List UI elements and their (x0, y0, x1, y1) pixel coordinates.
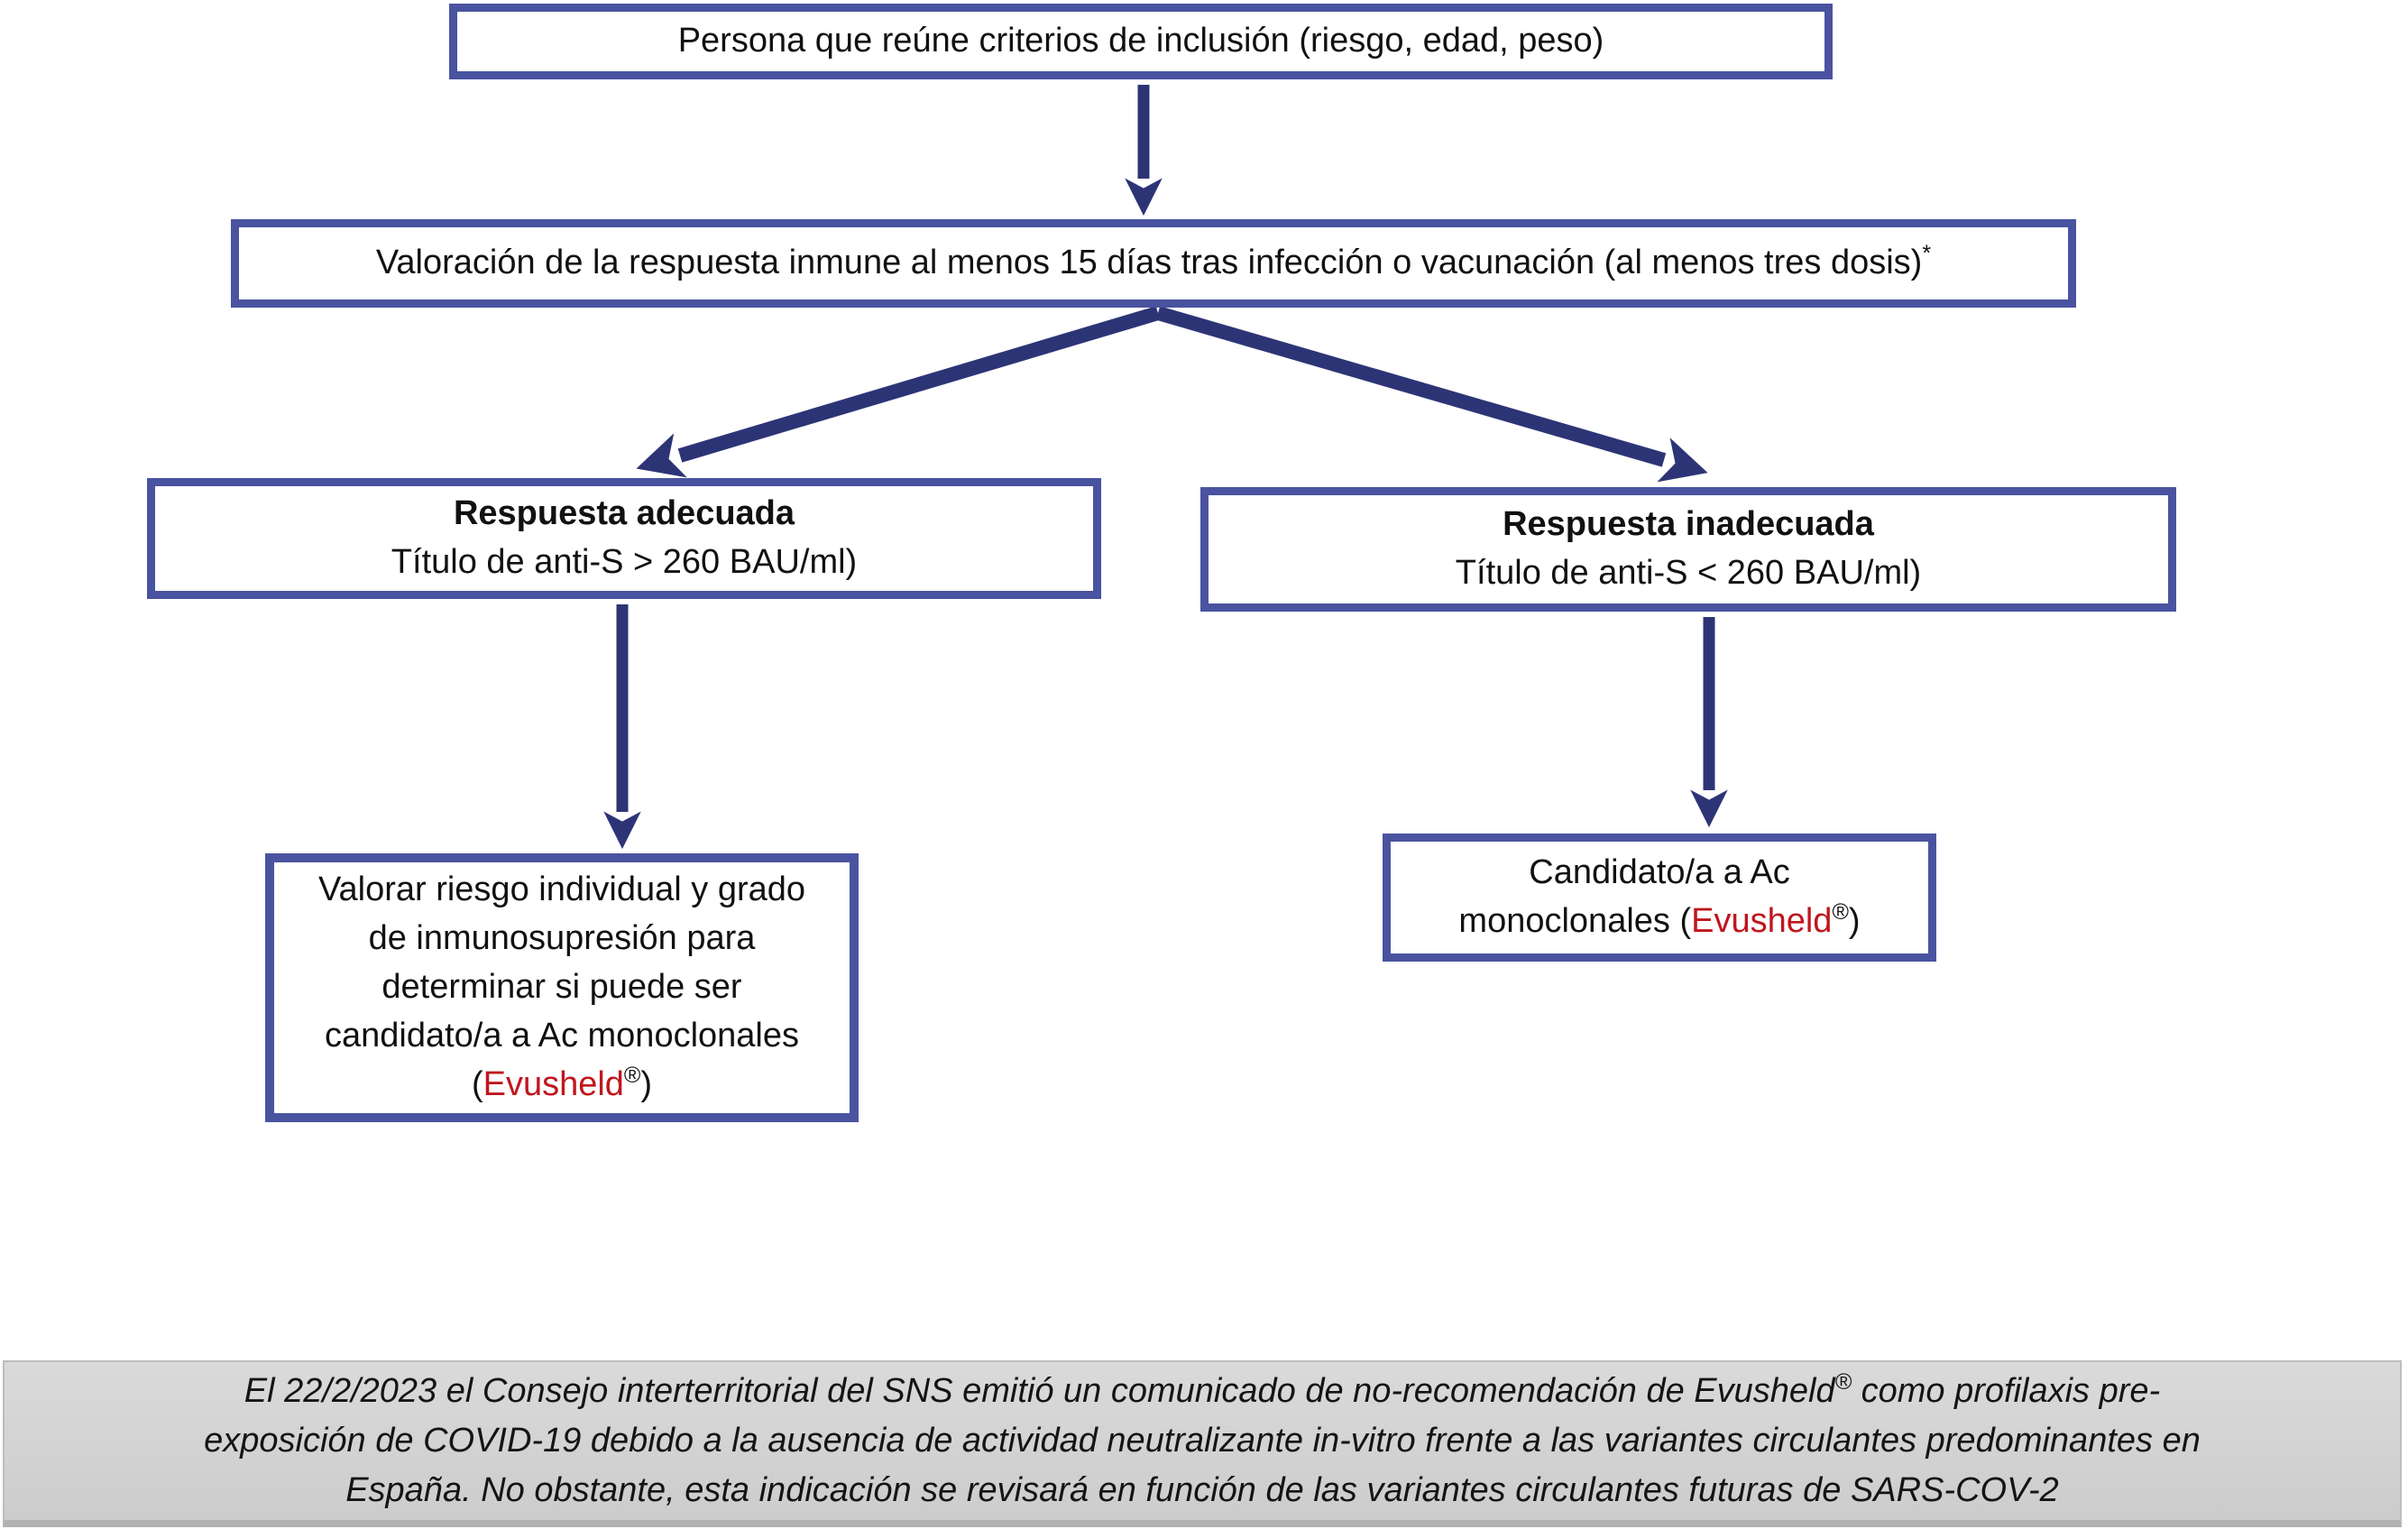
candidate-line2-prefix: monoclonales ( (1458, 902, 1692, 940)
footnote-line1-suffix: como profilaxis pre- (1852, 1371, 2161, 1410)
footnote-panel: El 22/2/2023 el Consejo interterritorial… (3, 1360, 2402, 1527)
arrow-assessment-to-inadequate (1155, 306, 1708, 483)
flow-box-individual-risk-assessment: Valorar riesgo individual y grado de inm… (265, 853, 859, 1122)
footnote-asterisk: * (1922, 241, 1932, 267)
flow-box-inclusion-criteria: Persona que reúne criterios de inclusión… (449, 4, 1833, 79)
candidate-line2-suffix: ) (1848, 902, 1861, 940)
assessment-text: Valoración de la respuesta inmune al men… (376, 239, 1931, 288)
flow-box-adequate-response: Respuesta adecuada Título de anti-S > 26… (147, 478, 1101, 599)
footnote-line3: España. No obstante, esta indicación se … (345, 1471, 2059, 1510)
flow-box-immune-assessment: Valoración de la respuesta inmune al men… (231, 219, 2076, 308)
drug-name: Evusheld (1691, 902, 1833, 940)
paren-close: ) (640, 1064, 653, 1103)
assessment-text-main: Valoración de la respuesta inmune al men… (375, 244, 1923, 282)
candidate-line1: Candidato/a a Ac (1529, 853, 1790, 892)
arrow-assessment-to-adequate (636, 306, 1161, 478)
individual-assessment-text: Valorar riesgo individual y grado de inm… (317, 870, 806, 1055)
drug-name: Evusheld (483, 1064, 624, 1103)
paren-open: ( (471, 1064, 483, 1103)
inadequate-subtitle: Título de anti-S < 260 BAU/ml) (1455, 554, 1922, 592)
footnote-line1-prefix: El 22/2/2023 el Consejo interterritorial… (244, 1371, 1835, 1410)
flow-box-candidate-monoclonals: Candidato/a a Ac monoclonales (Evusheld®… (1383, 834, 1936, 962)
flow-box-inadequate-response: Respuesta inadecuada Título de anti-S < … (1200, 487, 2176, 612)
adequate-subtitle: Título de anti-S > 260 BAU/ml) (391, 543, 858, 581)
inadequate-title: Respuesta inadecuada (1503, 505, 1874, 544)
inclusion-text: Persona que reúne criterios de inclusión… (677, 22, 1604, 60)
adequate-title: Respuesta adecuada (453, 494, 795, 533)
candidate-line2: monoclonales (Evusheld®) (1458, 898, 1860, 946)
footnote-line1: El 22/2/2023 el Consejo interterritorial… (244, 1367, 2160, 1416)
registered-mark: ® (623, 1063, 641, 1089)
individual-assessment-drug-line: (Evusheld®) (472, 1061, 652, 1110)
footnote-line2: exposición de COVID-19 debido a la ausen… (204, 1421, 2201, 1460)
registered-mark: ® (1834, 1369, 1852, 1395)
registered-mark: ® (1832, 899, 1849, 926)
